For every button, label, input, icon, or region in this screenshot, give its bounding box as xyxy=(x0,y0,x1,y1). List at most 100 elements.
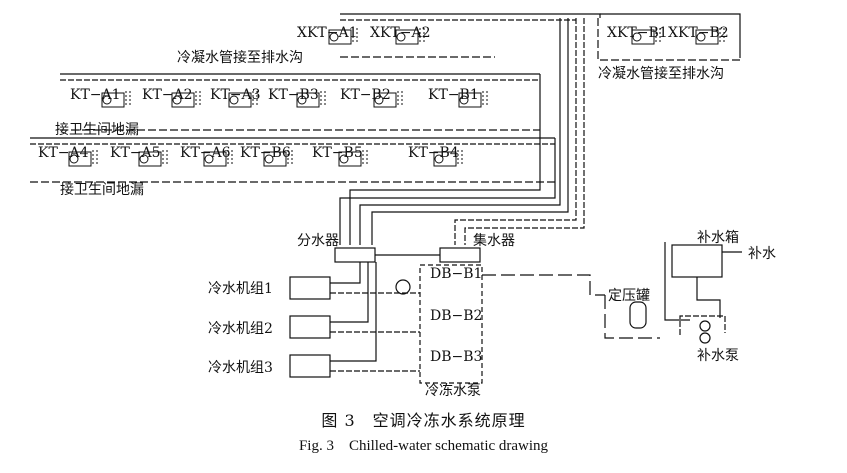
fan-coil-unit-icon xyxy=(631,29,655,45)
valve-icon xyxy=(482,91,488,107)
valve-icon xyxy=(195,91,201,107)
fan-icon xyxy=(374,95,384,105)
condensate-note-left: 冷凝水管接至排水沟 xyxy=(177,49,303,66)
valve-icon xyxy=(92,150,98,166)
makeup-pipes xyxy=(664,242,721,321)
makeup-pump-2 xyxy=(699,332,711,344)
supply-pipe-a xyxy=(359,18,561,245)
valve-icon xyxy=(227,150,233,166)
fan-icon xyxy=(339,154,349,164)
figure-caption-zh: 图 3 空调冷冻水系统原理 xyxy=(321,411,526,430)
fan-coil-unit-icon xyxy=(68,151,92,167)
fan-coil-unit-icon xyxy=(338,151,362,167)
unit-label-kt-b6: KT−B6 xyxy=(240,145,291,161)
fan-coil-unit-icon xyxy=(138,151,162,167)
fan-coil-unit-icon xyxy=(171,92,195,108)
fan-icon xyxy=(434,154,444,164)
unit-label-xkt-a2: XKT−A2 xyxy=(370,25,431,41)
condensate-note-right: 冷凝水管接至排水沟 xyxy=(598,65,724,82)
pressure-return-line xyxy=(604,295,660,339)
return-pipe-a xyxy=(454,18,577,245)
valve-icon xyxy=(287,150,293,166)
valve-icon xyxy=(719,28,725,44)
fan-coil-unit-icon xyxy=(228,92,252,108)
unit-label-xkt-b1: XKT−B1 xyxy=(607,25,668,41)
unit-label-kt-b4: KT−B4 xyxy=(408,145,459,161)
fan-icon xyxy=(696,32,706,42)
valve-icon xyxy=(655,28,661,44)
fan-icon xyxy=(102,95,112,105)
return-header-label: 集水器 xyxy=(473,232,515,249)
unit-label-kt-a6: KT−A6 xyxy=(180,145,231,161)
chiller-2-box xyxy=(289,315,331,339)
valve-icon xyxy=(362,150,368,166)
fan-coil-icons xyxy=(68,28,725,167)
valve-icon xyxy=(252,91,258,107)
return-header-body xyxy=(439,247,481,263)
pump-1-label: DB−B1 xyxy=(430,266,482,282)
makeup-water-label: 补水 xyxy=(748,246,776,262)
fan-icon xyxy=(229,95,239,105)
fan-coil-unit-icon xyxy=(395,29,419,45)
fan-coil-unit-icon xyxy=(328,29,352,45)
unit-label-kt-a3: KT−A3 xyxy=(210,87,261,103)
fan-icon xyxy=(459,95,469,105)
fan-coil-unit-icon xyxy=(203,151,227,167)
fan-icon xyxy=(139,154,149,164)
chiller-return-pipes xyxy=(330,292,420,372)
fan-icon xyxy=(69,154,79,164)
valve-icon xyxy=(419,28,425,44)
row2-riser xyxy=(339,138,556,245)
supply-pipe-b xyxy=(371,18,569,245)
fan-icon xyxy=(204,154,214,164)
unit-label-kt-a4: KT−A4 xyxy=(38,145,89,161)
valve-icon xyxy=(162,150,168,166)
row1-riser xyxy=(349,74,541,245)
pressure-tank-body xyxy=(629,301,647,329)
unit-label-kt-a5: KT−A5 xyxy=(110,145,161,161)
chiller-3-box xyxy=(289,354,331,378)
fan-icon xyxy=(264,154,274,164)
return-pipe-b xyxy=(464,18,585,245)
pump-group-label: 冷冻水泵 xyxy=(425,382,481,399)
chiller-3-label: 冷水机组3 xyxy=(208,360,273,376)
xkt-b-supply xyxy=(600,13,741,58)
unit-label-kt-a1: KT−A1 xyxy=(70,87,121,103)
fan-icon xyxy=(632,32,642,42)
fan-coil-unit-icon xyxy=(458,92,482,108)
fan-coil-unit-icon xyxy=(296,92,320,108)
valve-icon xyxy=(397,91,403,107)
floor-drain-note-2: 接卫生间地漏 xyxy=(60,181,144,198)
fan-coil-unit-icon xyxy=(695,29,719,45)
figure-caption-en: Fig. 3 Chilled-water schematic drawing xyxy=(298,438,549,454)
makeup-pump-1 xyxy=(699,320,711,332)
makeup-pump-loop xyxy=(679,315,726,335)
valve-icon xyxy=(352,28,358,44)
fan-icon xyxy=(329,32,339,42)
pump-2-label: DB−B2 xyxy=(430,308,482,324)
condensate-right-line xyxy=(597,18,740,61)
pump-3-label: DB−B3 xyxy=(430,349,482,365)
supply-header-body xyxy=(334,247,376,263)
fan-icon xyxy=(297,95,307,105)
unit-label-kt-a2: KT−A2 xyxy=(142,87,193,103)
floor-drain-note-1: 接卫生间地漏 xyxy=(55,121,139,138)
unit-label-kt-b5: KT−B5 xyxy=(312,145,363,161)
xkt-a-supply xyxy=(340,13,601,18)
chiller-supply-pipes xyxy=(330,262,377,362)
unit-label-kt-b1: KT−B1 xyxy=(428,87,479,103)
chiller-1-box xyxy=(289,276,331,300)
valve-icon xyxy=(320,91,326,107)
valve-icon xyxy=(457,150,463,166)
makeup-tank-label: 补水箱 xyxy=(697,230,739,246)
bypass-valve xyxy=(395,279,411,295)
pump-group-box xyxy=(419,264,483,384)
makeup-pump-label: 补水泵 xyxy=(697,348,739,364)
unit-label-kt-b3: KT−B3 xyxy=(268,87,319,103)
fan-coil-unit-icon xyxy=(373,92,397,108)
pump-to-pressure-line xyxy=(482,274,605,296)
pressure-tank-label: 定压罐 xyxy=(608,288,650,304)
fan-icon xyxy=(396,32,406,42)
fan-coil-unit-icon xyxy=(433,151,457,167)
